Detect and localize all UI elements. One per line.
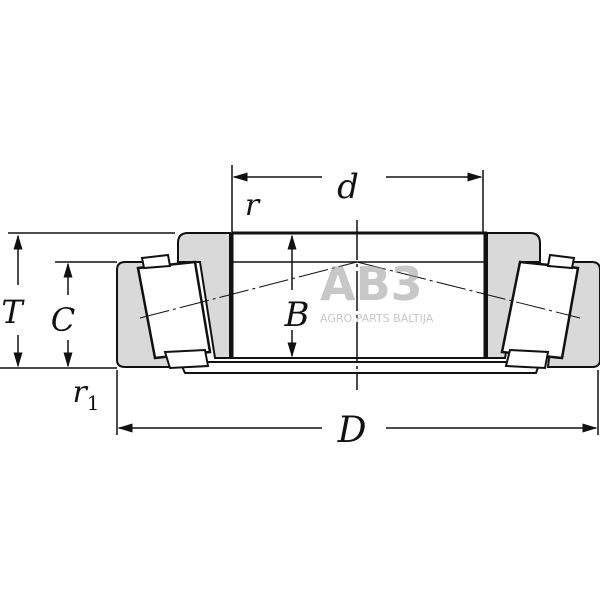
label-C: C (51, 301, 75, 339)
label-D: D (337, 410, 367, 451)
cage-bottom (178, 361, 542, 374)
label-r1: r1 (72, 375, 99, 415)
cage-left-top (140, 253, 172, 270)
roller-axis-left (139, 261, 358, 319)
label-T: T (1, 293, 25, 331)
roller-left (136, 260, 212, 360)
label-r: r (245, 188, 261, 223)
cage-right-top (546, 253, 576, 270)
watermark-logo: AB3 (320, 257, 423, 311)
inner-ring-left (177, 232, 231, 359)
cage-left-bottom (163, 348, 210, 370)
cage-right-bottom (504, 348, 550, 370)
label-d: d (337, 167, 359, 207)
label-B: B (284, 295, 310, 335)
watermark-text: AGRO PARTS BALTIJA (320, 312, 434, 325)
roller-axis-right (356, 261, 581, 319)
